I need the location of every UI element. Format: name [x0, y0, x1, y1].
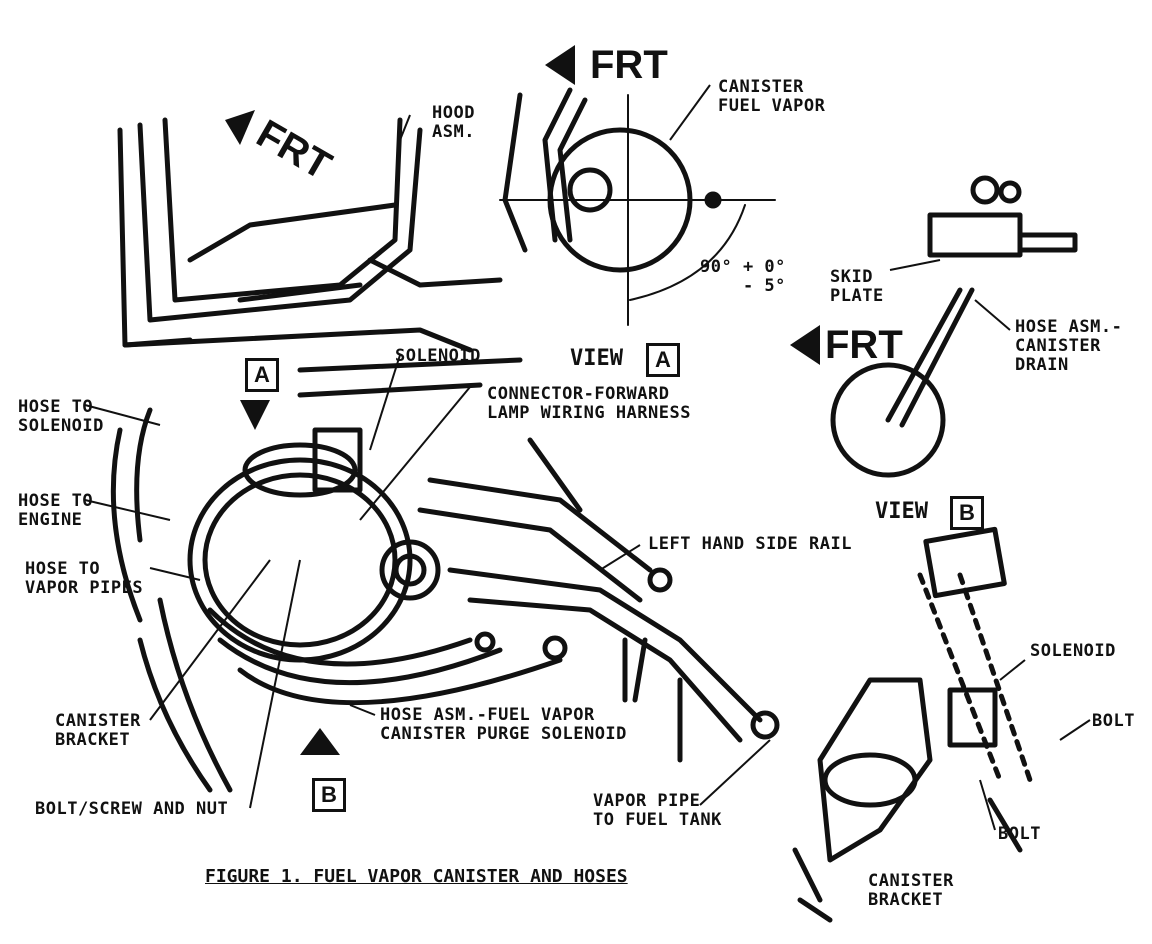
hose-to-solenoid-label: HOSE TO SOLENOID: [18, 397, 104, 436]
view-a-title: VIEW: [570, 346, 623, 371]
view-b-drawing: [830, 175, 1078, 478]
vapor-pipe-label: VAPOR PIPE TO FUEL TANK: [593, 791, 722, 830]
view-b-marker: B: [950, 496, 984, 530]
view-b-bolt-label-2: BOLT: [998, 824, 1041, 844]
connector-label: CONNECTOR-FORWARD LAMP WIRING HARNESS: [487, 384, 691, 423]
view-a-angle-label: 90° + 0° - 5°: [700, 257, 786, 296]
hood-label: HOOD ASM.: [432, 103, 475, 142]
view-a-canister-label: CANISTER FUEL VAPOR: [718, 77, 826, 116]
frt-view-a: FRT: [590, 43, 668, 87]
frt-view-b: FRT: [825, 323, 903, 367]
side-rail: [417, 437, 780, 763]
view-b-solenoid-label: SOLENOID: [1030, 641, 1116, 661]
figure-caption: FIGURE 1. FUEL VAPOR CANISTER AND HOSES: [205, 866, 628, 887]
view-b-hose-drain-label: HOSE ASM.- CANISTER DRAIN: [1015, 317, 1123, 375]
view-b-bracket-label: CANISTER BRACKET: [868, 871, 954, 910]
solenoid-label: SOLENOID: [395, 346, 481, 366]
left-rail-label: LEFT HAND SIDE RAIL: [648, 534, 852, 554]
hose-purge-label: HOSE ASM.-FUEL VAPOR CANISTER PURGE SOLE…: [380, 705, 627, 744]
view-a-marker: A: [646, 343, 680, 377]
hood-frame: [117, 117, 503, 353]
frt-arrows: [225, 45, 820, 755]
bolt-screw-label: BOLT/SCREW AND NUT: [35, 799, 229, 819]
view-b-bracket: [792, 526, 1033, 923]
marker-a: A: [245, 358, 279, 392]
view-b-title: VIEW: [875, 499, 928, 524]
hose-to-vapor-pipes-label: HOSE TO VAPOR PIPES: [25, 559, 144, 598]
engine-bay: [110, 357, 523, 793]
marker-b: B: [312, 778, 346, 812]
view-a-drawing: [499, 87, 776, 326]
canister-bracket-label: CANISTER BRACKET: [55, 711, 141, 750]
view-b-bolt-label-1: BOLT: [1092, 711, 1135, 731]
canister-main: [187, 427, 563, 706]
view-b-skid-plate-label: SKID PLATE: [830, 267, 884, 306]
hose-to-engine-label: HOSE TO ENGINE: [18, 491, 94, 530]
leader-lines: [84, 84, 1091, 831]
